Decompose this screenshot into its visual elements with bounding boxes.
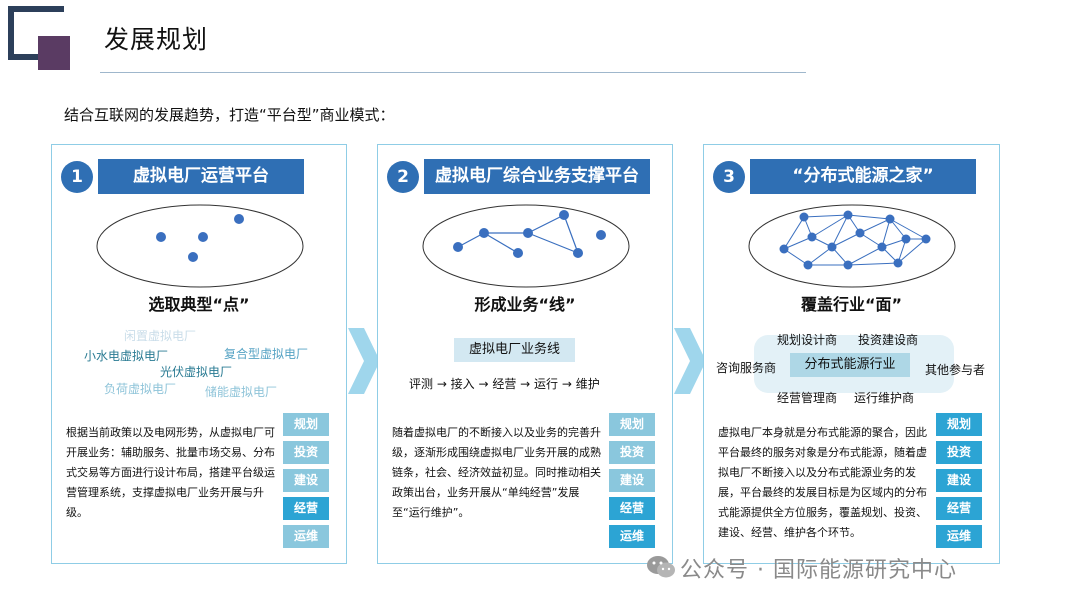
- panel-subtitle: 覆盖行业“面”: [800, 295, 903, 314]
- stage-button-operate[interactable]: 经营: [609, 497, 655, 520]
- intro-text: 结合互联网的发展趋势，打造“平台型”商业模式：: [64, 106, 395, 124]
- vpp-type-label: 负荷虚拟电厂: [104, 382, 177, 396]
- panel-description: 随着虚拟电厂的不断接入以及业务的完善升级，逐渐形成围绕虚拟电厂业务开展的成熟链条…: [392, 426, 601, 519]
- panel-subtitle: 选取典型“点”: [148, 295, 250, 314]
- step-number: 3: [713, 161, 745, 193]
- stage-button-invest[interactable]: 投资: [936, 441, 982, 464]
- panel-subtitle: 形成业务“线”: [474, 295, 576, 314]
- stage-button-list: 规划 投资 建设 经营 运维: [283, 413, 329, 553]
- industry-center-label: 分布式能源行业: [790, 353, 910, 377]
- step-number: 2: [387, 161, 419, 193]
- stage-button-list: 规划 投资 建设 经营 运维: [936, 413, 982, 553]
- stage-button-operate[interactable]: 经营: [283, 497, 329, 520]
- lines-oval-diagram: [422, 203, 630, 289]
- role-label: 经营管理商: [777, 391, 838, 405]
- stage-button-maintain[interactable]: 运维: [283, 525, 329, 548]
- panel-surface: 3 “分布式能源之家”: [703, 144, 1000, 564]
- stage-button-build[interactable]: 建设: [283, 469, 329, 492]
- panel-description: 根据当前政策以及电网形势，从虚拟电厂可开展业务：辅助服务、批量市场交易、分布式交…: [66, 426, 275, 519]
- business-flow: 评测 → 接入 → 经营 → 运行 → 维护: [409, 377, 600, 391]
- step-number: 1: [61, 161, 93, 193]
- title-divider: [100, 72, 806, 73]
- stage-button-build[interactable]: 建设: [936, 469, 982, 492]
- panel-heading: 虚拟电厂综合业务支撑平台: [424, 159, 650, 194]
- stage-button-maintain[interactable]: 运维: [936, 525, 982, 548]
- stage-button-plan[interactable]: 规划: [283, 413, 329, 436]
- role-label: 运行维护商: [854, 391, 915, 405]
- points-oval-diagram: [96, 203, 304, 289]
- stage-button-invest[interactable]: 投资: [609, 441, 655, 464]
- panel-points: 1 虚拟电厂运营平台 选取典型“点” 闲置虚拟电厂 小水电虚拟电厂 复合型虚拟电…: [51, 144, 347, 564]
- panel-heading: 虚拟电厂运营平台: [98, 159, 304, 194]
- panel-description: 虚拟电厂本身就是分布式能源的聚合，因此平台最终的服务对象是分布式能源，随着虚拟电…: [718, 426, 927, 539]
- role-label: 投资建设商: [858, 333, 919, 347]
- role-label: 其他参与者: [925, 363, 986, 377]
- vpp-type-label: 闲置虚拟电厂: [124, 329, 197, 343]
- role-label: 规划设计商: [777, 333, 838, 347]
- role-label: 咨询服务商: [716, 361, 777, 375]
- vpp-type-label: 储能虚拟电厂: [205, 385, 278, 399]
- stage-button-plan[interactable]: 规划: [936, 413, 982, 436]
- page-title: 发展规划: [104, 25, 209, 54]
- stage-button-invest[interactable]: 投资: [283, 441, 329, 464]
- stage-button-maintain[interactable]: 运维: [609, 525, 655, 548]
- business-line-label: 虚拟电厂业务线: [454, 338, 575, 362]
- vpp-type-label: 复合型虚拟电厂: [224, 347, 309, 361]
- watermark-text: 公众号 · 国际能源研究中心: [680, 558, 957, 583]
- chevron-right-icon: [672, 326, 708, 396]
- stage-button-build[interactable]: 建设: [609, 469, 655, 492]
- stage-button-plan[interactable]: 规划: [609, 413, 655, 436]
- surface-oval-diagram: [748, 203, 956, 289]
- vpp-type-label: 光伏虚拟电厂: [160, 365, 233, 379]
- wechat-icon: [646, 554, 676, 580]
- chevron-right-icon: [346, 326, 382, 396]
- logo: [8, 6, 70, 70]
- panel-heading: “分布式能源之家”: [750, 159, 976, 194]
- vpp-type-label: 小水电虚拟电厂: [84, 349, 169, 363]
- panel-lines: 2 虚拟电厂综合业务支撑平台 形成业务“线” 虚拟电厂业务线 评测 → 接入 →…: [377, 144, 673, 564]
- stage-button-operate[interactable]: 经营: [936, 497, 982, 520]
- stage-button-list: 规划 投资 建设 经营 运维: [609, 413, 655, 553]
